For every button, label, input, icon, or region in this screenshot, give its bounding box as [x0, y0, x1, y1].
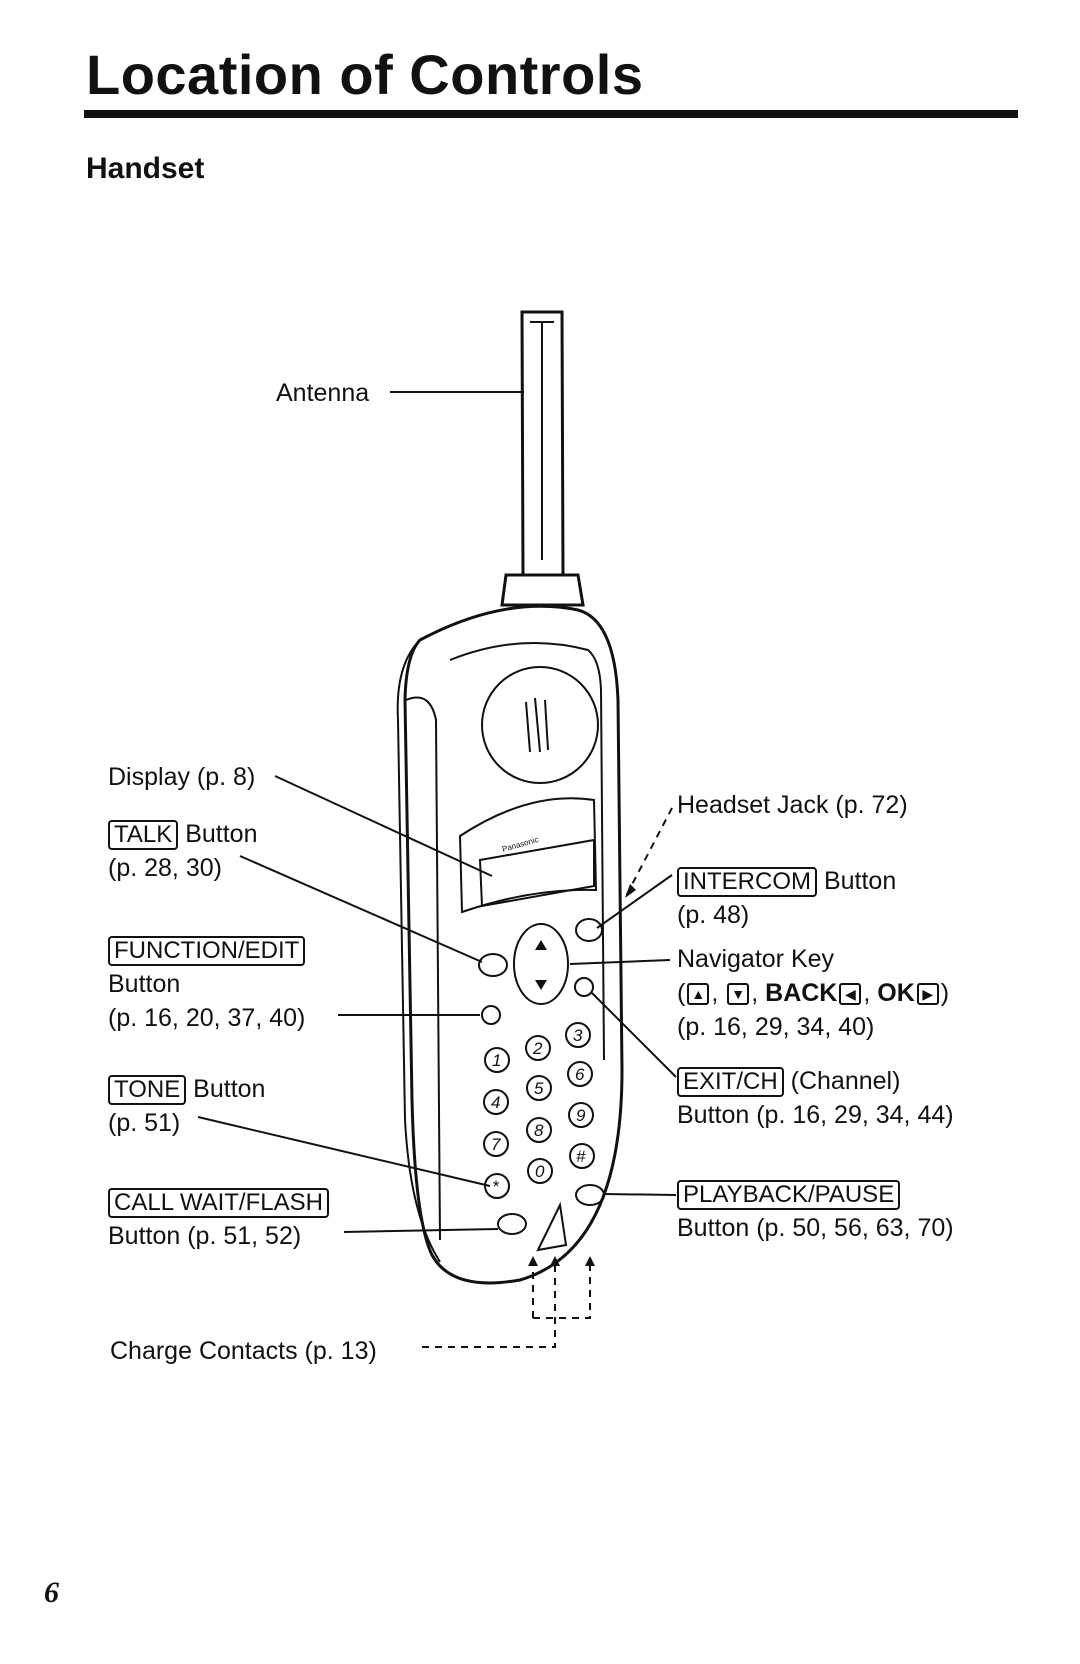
- call-wait-flash-button: [497, 1213, 527, 1235]
- function-edit-button: [481, 1005, 501, 1025]
- svg-text:1: 1: [492, 1051, 501, 1070]
- playback-pause-pages: Button (p. 50, 56, 63, 70): [677, 1214, 954, 1242]
- intercom-pages: (p. 48): [677, 901, 750, 929]
- callwait-leader: [343, 1228, 499, 1233]
- display-label: Display (p. 8): [108, 763, 256, 791]
- earpiece: [481, 666, 599, 784]
- key-0: [527, 1158, 553, 1184]
- tone-label: TONE Button (p. 51): [108, 1072, 265, 1140]
- key-6: [567, 1061, 593, 1087]
- tone-key: TONE: [108, 1075, 187, 1105]
- antenna-base: [500, 573, 585, 607]
- key-7: [483, 1131, 509, 1157]
- section-heading: Handset: [86, 152, 205, 185]
- page-number: 6: [44, 1576, 59, 1609]
- left-arrow-icon: ◀: [839, 983, 862, 1006]
- call-wait-flash-key: CALL WAIT/FLASH: [108, 1188, 329, 1218]
- svg-text:6: 6: [575, 1065, 585, 1084]
- up-arrow-icon: ▲: [687, 983, 710, 1006]
- talk-label: TALK Button (p. 28, 30): [108, 817, 257, 885]
- call-wait-flash-pages: Button (p. 51, 52): [108, 1222, 302, 1250]
- playback-pause-key: PLAYBACK/PAUSE: [677, 1180, 901, 1210]
- keypad: 1 2 3 4 5 6 7 8 9 * 0 #: [483, 1022, 595, 1199]
- svg-text:0: 0: [535, 1162, 545, 1181]
- headset-jack-label: Headset Jack (p. 72): [677, 791, 908, 819]
- charge-contacts-label: Charge Contacts (p. 13): [110, 1337, 377, 1365]
- svg-text:9: 9: [576, 1106, 586, 1125]
- function-edit-key: FUNCTION/EDIT: [108, 936, 306, 966]
- key-star: [484, 1173, 510, 1199]
- svg-text:2: 2: [532, 1039, 543, 1058]
- navigator-leader: [569, 959, 671, 965]
- svg-text:4: 4: [491, 1093, 500, 1112]
- svg-text:#: #: [576, 1147, 586, 1166]
- intercom-button: [575, 918, 603, 942]
- exit-ch-label: EXIT/CH (Channel) Button (p. 16, 29, 34,…: [677, 1064, 954, 1132]
- svg-text:3: 3: [573, 1026, 583, 1045]
- key-pound: [569, 1143, 595, 1169]
- down-arrow-icon: ▼: [727, 983, 750, 1006]
- svg-text:8: 8: [534, 1121, 544, 1140]
- exit-ch-key: EXIT/CH: [677, 1067, 784, 1097]
- navigator-key-label: Navigator Key (▲, ▼, BACK◀, OK▶) (p. 16,…: [677, 942, 949, 1044]
- svg-text:*: *: [492, 1177, 500, 1196]
- function-edit-pages: (p. 16, 20, 37, 40): [108, 1004, 306, 1032]
- mouthpiece: [536, 1201, 568, 1252]
- page-title: Location of Controls: [86, 43, 644, 106]
- intercom-label: INTERCOM Button (p. 48): [677, 864, 896, 932]
- playback-leader: [603, 1193, 677, 1196]
- tone-pages: (p. 51): [108, 1109, 181, 1137]
- headset-leader: [624, 807, 673, 899]
- key-8: [526, 1117, 552, 1143]
- key-3: [565, 1022, 591, 1048]
- navigator-key: [513, 923, 569, 1005]
- function-edit-label: FUNCTION/EDIT Button (p. 16, 20, 37, 40): [108, 933, 305, 1035]
- intercom-key: INTERCOM: [677, 867, 817, 897]
- talk-key: TALK: [108, 820, 179, 850]
- key-4: [483, 1089, 509, 1115]
- call-wait-flash-label: CALL WAIT/FLASH Button (p. 51, 52): [108, 1185, 329, 1253]
- antenna-label: Antenna: [276, 379, 370, 407]
- exit-ch-pages: Button (p. 16, 29, 34, 44): [677, 1101, 954, 1129]
- talk-leader: [239, 855, 483, 963]
- playback-pause-label: PLAYBACK/PAUSE Button (p. 50, 56, 63, 70…: [677, 1177, 954, 1245]
- exit-leader: [591, 992, 677, 1078]
- key-9: [568, 1102, 594, 1128]
- intercom-leader: [596, 874, 673, 929]
- key-5: [526, 1075, 552, 1101]
- tone-leader: [197, 1116, 491, 1187]
- svg-text:7: 7: [491, 1135, 501, 1154]
- right-arrow-icon: ▶: [916, 983, 939, 1006]
- exit-ch-button: [574, 977, 594, 997]
- svg-text:5: 5: [534, 1079, 544, 1098]
- display-leader: [274, 775, 493, 877]
- talk-pages: (p. 28, 30): [108, 854, 222, 882]
- talk-button: [478, 953, 508, 977]
- navigator-pages: (p. 16, 29, 34, 40): [677, 1013, 875, 1041]
- charge-leader: [422, 1262, 556, 1348]
- key-2: [525, 1035, 551, 1061]
- display-screen: [478, 838, 595, 908]
- title-rule: [84, 110, 1018, 118]
- key-1: [484, 1047, 510, 1073]
